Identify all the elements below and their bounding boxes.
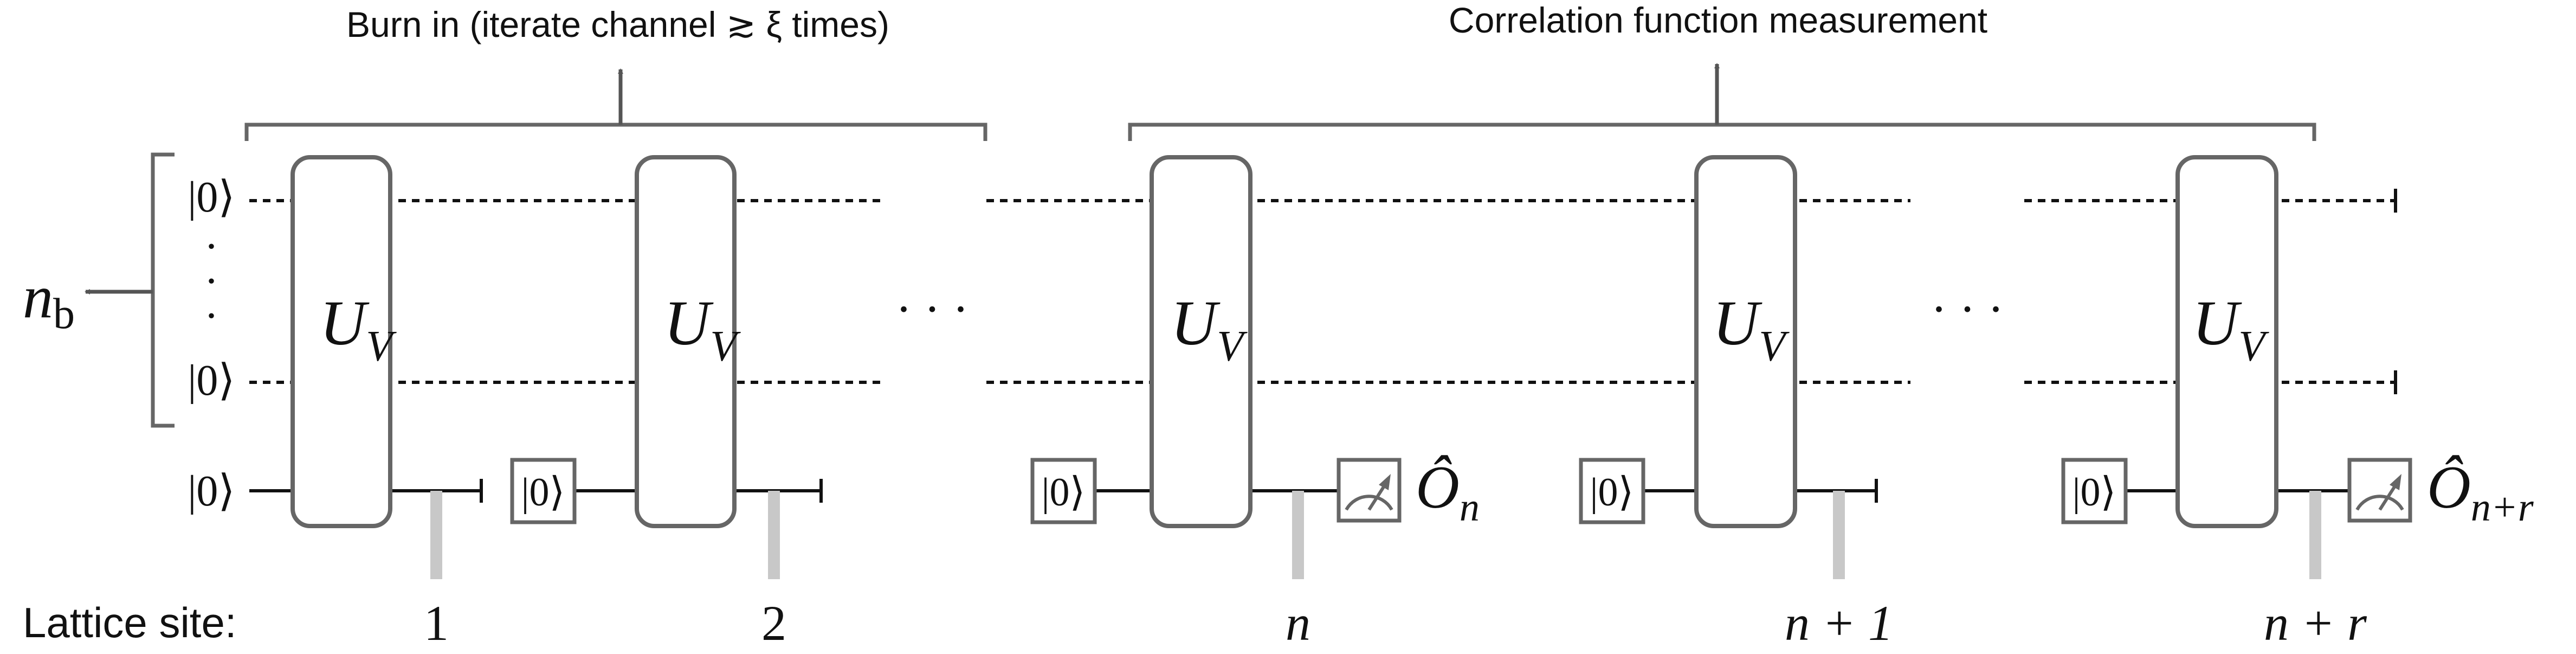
reset-box-3-ket: |0⟩ xyxy=(1590,470,1634,515)
uv-gate-4-subscript: V xyxy=(1759,323,1790,370)
reset-box-3: |0⟩ xyxy=(1579,458,1645,524)
site-label-1: 1 xyxy=(424,595,449,651)
reset-box-1-ket: |0⟩ xyxy=(521,470,565,515)
uv-gate-4-symbol: U xyxy=(1713,287,1762,358)
uv-gate-3-label: UV xyxy=(1171,287,1248,370)
site-label-n-plus-1: n + 1 xyxy=(1785,595,1893,651)
nb-subscript: b xyxy=(53,290,75,338)
observable-1-subscript: n xyxy=(1460,485,1480,530)
burn-in-bracket xyxy=(244,123,987,141)
measurement-label: Correlation function measurement xyxy=(1449,0,1987,40)
uv-gate-1-subscript: V xyxy=(366,323,397,370)
measurement-bracket xyxy=(1128,123,2316,141)
site-label-2: 2 xyxy=(761,595,786,651)
reset-box-4-ket: |0⟩ xyxy=(2073,470,2116,515)
site-ticks xyxy=(430,491,2321,579)
site-label-n: n xyxy=(1286,595,1310,651)
nb-label: nb xyxy=(23,264,75,338)
observable-2: Ôn+r xyxy=(2427,454,2534,530)
uv-gate-3-symbol: U xyxy=(1171,287,1221,358)
uv-gate-5-symbol: U xyxy=(2192,287,2242,358)
uv-gate-5-subscript: V xyxy=(2238,323,2269,370)
observable-2-subscript: n+r xyxy=(2471,485,2534,530)
bath-bottom-ket: |0⟩ xyxy=(188,357,235,405)
uv-gate-2: UV xyxy=(635,155,741,528)
observable-1-symbol: Ô xyxy=(1416,454,1460,521)
reset-box-2-ket: |0⟩ xyxy=(1042,470,1086,515)
reset-box-4: |0⟩ xyxy=(2061,458,2128,524)
uv-gate-3-subscript: V xyxy=(1217,323,1248,370)
observable-1: Ôn xyxy=(1416,454,1480,530)
lattice-site-label: Lattice site: xyxy=(23,599,237,646)
uv-gate-1-label: UV xyxy=(320,287,397,370)
observable-2-symbol: Ô xyxy=(2427,454,2471,521)
nb-symbol: n xyxy=(23,264,53,331)
bath-wires xyxy=(249,189,2397,394)
bath-vertical-dots-1: . xyxy=(206,210,217,258)
uv-gate-2-label: UV xyxy=(664,287,741,370)
reset-box-1: |0⟩ xyxy=(510,458,577,524)
bath-vertical-dots-3: . xyxy=(206,280,217,328)
reset-box-2: |0⟩ xyxy=(1030,458,1097,524)
ellipsis-1: · · · xyxy=(896,283,969,336)
burn-in-label: Burn in (iterate channel ≳ ξ times) xyxy=(346,4,889,44)
measurement-meter-1 xyxy=(1339,460,1399,521)
bath-bracket xyxy=(151,152,175,428)
uv-gate-4: UV xyxy=(1694,155,1797,528)
measurement-meter-2 xyxy=(2349,460,2410,521)
uv-gate-2-subscript: V xyxy=(710,323,741,370)
ellipsis-2: · · · xyxy=(1931,283,2004,336)
site-label-n-plus-r: n + r xyxy=(2264,595,2367,651)
uv-gate-2-symbol: U xyxy=(664,287,714,358)
uv-gate-4-label: UV xyxy=(1713,287,1790,370)
uv-gate-1-symbol: U xyxy=(320,287,370,358)
uv-gate-5: UV xyxy=(2175,155,2278,528)
bath-top-ket: |0⟩ xyxy=(188,174,235,221)
uv-gate-5-label: UV xyxy=(2192,287,2269,370)
bath-vertical-dots-2: . xyxy=(206,245,217,293)
system-initial-ket: |0⟩ xyxy=(188,467,235,515)
uv-gate-1: UV xyxy=(290,155,397,528)
uv-gate-3: UV xyxy=(1150,155,1253,528)
